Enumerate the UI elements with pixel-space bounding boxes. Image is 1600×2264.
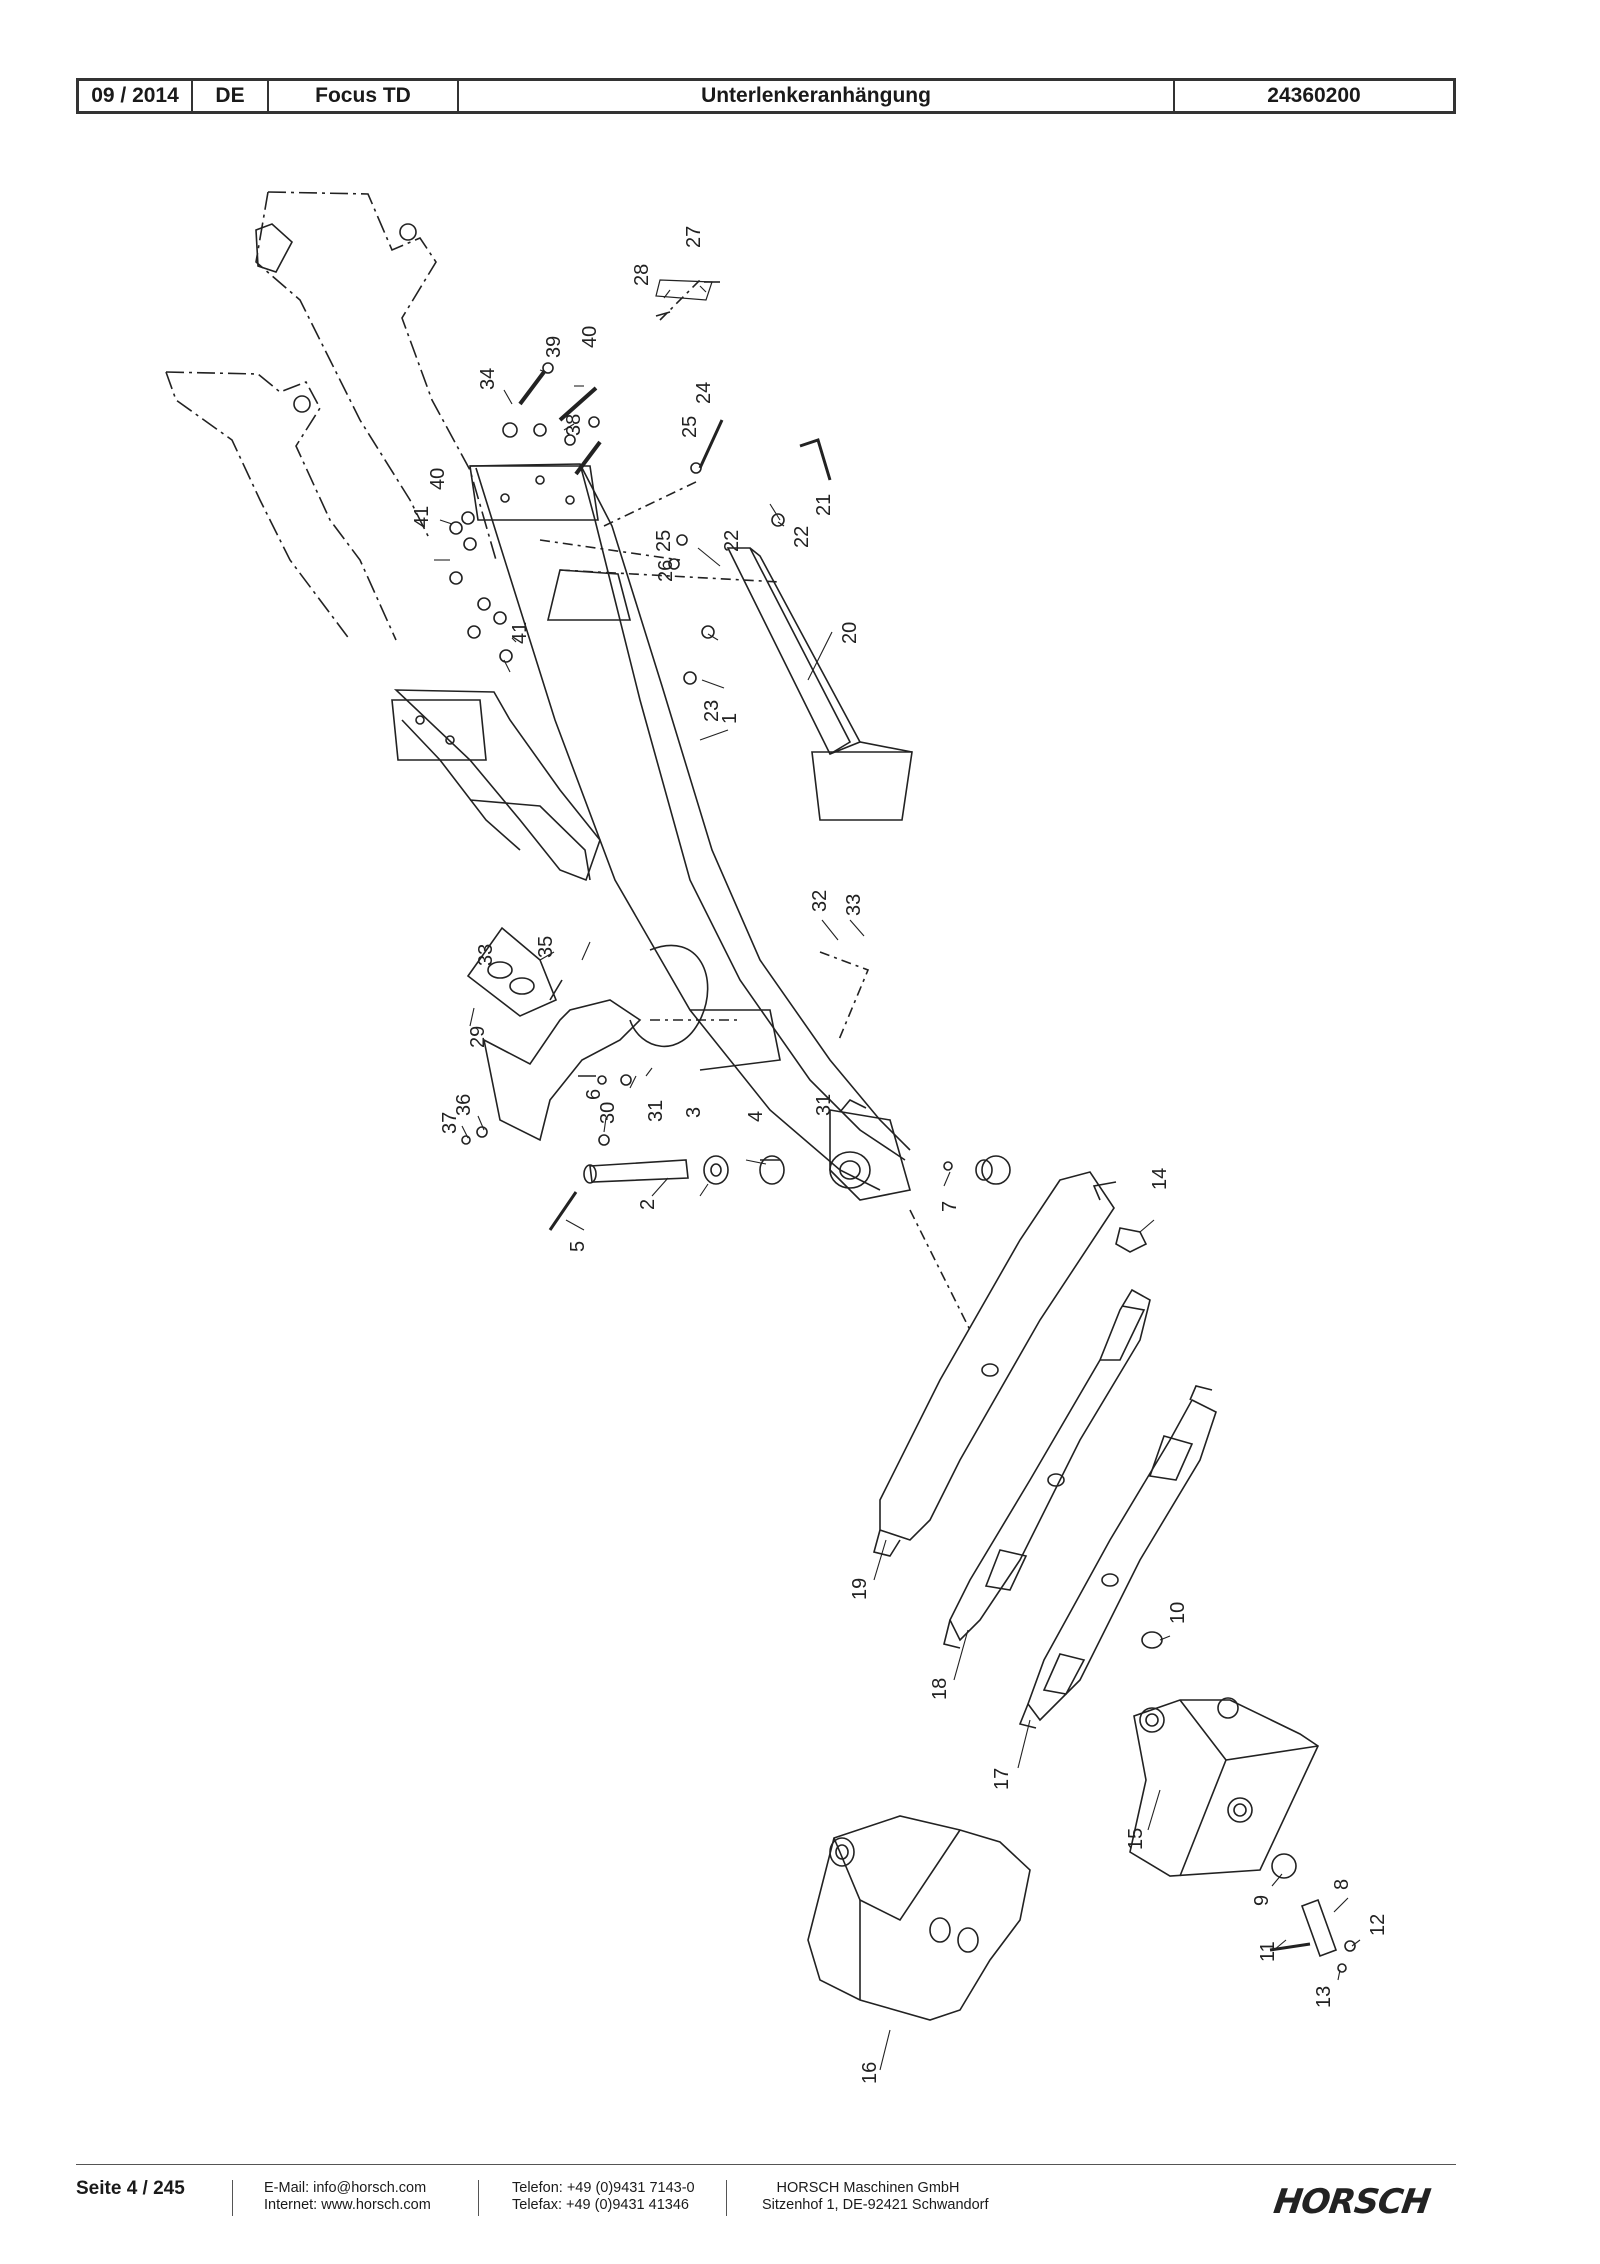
part-label-23: 23 [701, 700, 723, 722]
part-label-33: 33 [475, 944, 497, 966]
footer-separator [478, 2180, 479, 2216]
part-label-14: 14 [1149, 1168, 1171, 1190]
part-label-27: 27 [683, 226, 705, 248]
part-label-30: 30 [597, 1102, 619, 1124]
part-label-25: 25 [679, 416, 701, 438]
part-label-26: 26 [655, 560, 677, 582]
part-label-4: 4 [745, 1111, 767, 1122]
header-table: 09 / 2014 DE Focus TD Unterlenkeranhängu… [76, 78, 1456, 114]
part-label-32: 32 [809, 890, 831, 912]
part-label-6: 6 [583, 1089, 605, 1100]
part-label-38: 38 [563, 414, 585, 436]
part-label-36: 36 [453, 1094, 475, 1116]
exploded-parts-drawing: 1234567891011121314151617181920212222232… [165, 191, 1389, 2084]
part-label-18: 18 [929, 1678, 951, 1700]
part-label-9: 9 [1251, 1895, 1273, 1906]
part-label-31: 31 [645, 1100, 667, 1122]
footer-contact-web: E-Mail: info@horsch.com Internet: www.ho… [264, 2180, 431, 2214]
part-label-40: 40 [427, 468, 449, 490]
horsch-logo: HORSCH [1271, 2182, 1433, 2222]
part-label-29: 29 [467, 1026, 489, 1048]
header-model: Focus TD [269, 81, 459, 111]
part-label-35: 35 [535, 936, 557, 958]
footer-email: E-Mail: info@horsch.com [264, 2180, 427, 2196]
footer-company-block: HORSCH Maschinen GmbH Sitzenhof 1, DE-92… [762, 2180, 989, 2214]
part-label-11: 11 [1257, 1941, 1279, 1962]
part-label-21: 21 [813, 494, 835, 516]
footer-address: Sitzenhof 1, DE-92421 Schwandorf [762, 2197, 989, 2213]
header-doc-number: 24360200 [1267, 84, 1361, 107]
part-label-37: 37 [439, 1112, 461, 1134]
part-label-25: 25 [653, 530, 675, 552]
part-label-2: 2 [637, 1199, 659, 1210]
footer-separator [232, 2180, 233, 2216]
part-label-34: 34 [477, 368, 499, 390]
part-label-5: 5 [567, 1241, 589, 1252]
part-label-40: 40 [579, 326, 601, 348]
part-label-39: 39 [543, 336, 565, 358]
part-label-31: 31 [813, 1094, 835, 1116]
header-title: Unterlenkeranhängung [459, 81, 1175, 111]
footer-fax: Telefax: +49 (0)9431 41346 [512, 2197, 689, 2213]
part-label-1: 1 [719, 713, 741, 724]
part-label-20: 20 [839, 622, 861, 644]
part-label-16: 16 [859, 2062, 881, 2084]
footer-separator [726, 2180, 727, 2216]
header-language: DE [193, 81, 269, 111]
part-label-22: 22 [721, 530, 743, 552]
part-label-15: 15 [1125, 1828, 1147, 1850]
footer-company: HORSCH Maschinen GmbH [776, 2180, 960, 2196]
part-label-24: 24 [693, 382, 715, 404]
part-label-19: 19 [849, 1578, 871, 1600]
part-label-17: 17 [991, 1768, 1013, 1790]
footer-rule [76, 2164, 1456, 2165]
page-number: Seite 4 / 245 [76, 2178, 185, 2199]
footer-contact-phone: Telefon: +49 (0)9431 7143-0 Telefax: +49… [512, 2180, 695, 2214]
part-label-13: 13 [1313, 1986, 1335, 2008]
part-label-28: 28 [631, 264, 653, 286]
part-label-41: 41 [509, 622, 531, 644]
part-label-33: 33 [843, 894, 865, 916]
header-date: 09 / 2014 [79, 81, 193, 111]
part-label-41: 41 [411, 506, 433, 528]
footer-phone: Telefon: +49 (0)9431 7143-0 [512, 2180, 695, 2196]
part-label-12: 12 [1367, 1914, 1389, 1936]
part-label-8: 8 [1331, 1879, 1353, 1890]
footer-internet: Internet: www.horsch.com [264, 2197, 431, 2213]
part-label-10: 10 [1167, 1602, 1189, 1624]
part-label-3: 3 [683, 1107, 705, 1118]
part-label-22: 22 [791, 526, 813, 548]
part-label-7: 7 [939, 1201, 961, 1212]
